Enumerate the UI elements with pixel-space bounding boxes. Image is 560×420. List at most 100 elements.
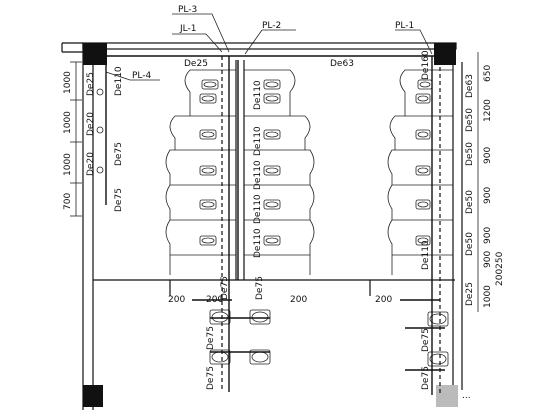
- vertical-pipe-labels: De25 De110 De20 De75 De20 De75 De110 De1…: [86, 50, 475, 390]
- column-bottom-left: [83, 385, 103, 407]
- toilet-fixtures: [96, 79, 449, 367]
- label-de25-right: De25: [465, 282, 475, 306]
- wc-right-1: [263, 129, 281, 140]
- dimension-labels: 1000 1000 1000 700 650 1200 900 900 900 …: [63, 65, 505, 308]
- urinal-1: [96, 126, 104, 134]
- stall-right-5: [244, 219, 315, 255]
- label-de75-c2: De75: [255, 276, 265, 300]
- stall-far-1: [399, 69, 453, 116]
- label-de75-c1: De75: [220, 276, 230, 300]
- wc-left-4: [199, 235, 217, 246]
- label-de25-left: De25: [86, 72, 96, 96]
- wc-left-2: [199, 165, 217, 176]
- label-pl3: PL-3: [178, 5, 197, 15]
- stall-right-1: [244, 69, 296, 116]
- wc-left-top: [201, 79, 219, 90]
- basin-4: [427, 311, 449, 327]
- outer-walls: [61, 42, 463, 410]
- urinal-2: [96, 166, 104, 174]
- label-de50-r2: De50: [465, 142, 475, 166]
- column-top-left: [83, 43, 107, 65]
- dim-right-5: 900: [483, 251, 493, 268]
- stall-left-2: [169, 115, 236, 150]
- urinal-0: [96, 88, 104, 96]
- wc-right-3: [263, 199, 281, 210]
- dim-right-7: 1000: [483, 285, 493, 308]
- stall-partitions: [165, 60, 453, 280]
- stall-far-3: [387, 149, 453, 185]
- wc-far-0: [415, 93, 431, 104]
- label-de75-c4: De75: [206, 366, 216, 390]
- dim-left-3: 700: [63, 193, 73, 210]
- label-de160: De160: [421, 50, 431, 80]
- watermark: ...: [462, 391, 471, 401]
- stall-far-2: [389, 115, 453, 150]
- column-top-right: [434, 43, 456, 65]
- leader-pl3: [172, 13, 230, 53]
- stall-right-6: [244, 254, 311, 275]
- label-de20-left-1: De20: [86, 112, 96, 136]
- label-de50-r1: De50: [465, 108, 475, 132]
- wc-right-2: [263, 165, 281, 176]
- label-jl1: JL-1: [179, 24, 196, 34]
- leader-jl1: [172, 33, 223, 53]
- dim-right-2: 900: [483, 147, 493, 164]
- label-de75-left-2: De75: [114, 188, 124, 212]
- label-de75-r1: De75: [421, 328, 431, 352]
- wc-far-top: [417, 79, 433, 90]
- drain-pipes: [105, 55, 455, 395]
- dim-right-3: 900: [483, 187, 493, 204]
- label-de110-left: De110: [114, 66, 124, 96]
- label-pl1: PL-1: [395, 21, 414, 31]
- wc-right-4: [263, 235, 281, 246]
- leader-lines: [105, 13, 433, 81]
- dim-right-0: 650: [483, 65, 493, 82]
- label-pl2: PL-2: [262, 21, 281, 31]
- label-de20-left-2: De20: [86, 152, 96, 176]
- wc-left-1: [199, 129, 217, 140]
- stall-left-3: [165, 149, 236, 185]
- leader-pl2-arrow: [244, 29, 263, 55]
- label-de110-c3: De110: [253, 160, 263, 190]
- stall-left-4: [165, 184, 236, 220]
- label-de110-c4: De110: [253, 194, 263, 224]
- wc-right-0: [263, 93, 281, 104]
- label-de63-right: De63: [465, 74, 475, 98]
- label-de50-r4: De50: [465, 232, 475, 256]
- stall-far-4: [387, 184, 453, 220]
- label-de110-r: De110: [421, 240, 431, 270]
- structural-columns: [83, 43, 458, 407]
- basin-1: [249, 309, 271, 325]
- leader-pl1: [395, 29, 433, 55]
- column-bottom-right: [436, 385, 458, 407]
- stall-left-1: [184, 69, 236, 116]
- wc-left-3: [199, 199, 217, 210]
- label-de110-c1: De110: [253, 80, 263, 110]
- dim-right-6: 200250: [495, 251, 505, 286]
- stall-left-5: [165, 219, 236, 255]
- label-de63-top: De63: [330, 59, 354, 69]
- wc-far-2: [415, 165, 431, 176]
- stall-left-6: [169, 254, 236, 275]
- label-de110-c2: De110: [253, 126, 263, 156]
- leader-pl4: [105, 71, 160, 81]
- dim-bottom-1: 200: [206, 295, 223, 305]
- dim-left-2: 1000: [63, 153, 73, 176]
- wc-far-4: [415, 235, 431, 246]
- label-de110-c5: De110: [253, 228, 263, 258]
- label-de75-left-1: De75: [114, 142, 124, 166]
- dim-bottom-2: 200: [290, 295, 307, 305]
- pipe-labels: PL-3 JL-1 PL-2 PL-1 PL-4 De25 De63: [132, 5, 414, 81]
- basin-5: [427, 351, 449, 367]
- dim-left-0: 1000: [63, 71, 73, 94]
- wc-far-1: [415, 129, 431, 140]
- wc-far-3: [415, 199, 431, 210]
- dim-left-1: 1000: [63, 111, 73, 134]
- wc-right-top: [263, 79, 281, 90]
- stall-far-5: [387, 219, 453, 255]
- label-de50-r3: De50: [465, 190, 475, 214]
- wc-left-0: [199, 93, 217, 104]
- stall-right-2: [244, 115, 311, 150]
- dim-right-1: 1200: [483, 99, 493, 122]
